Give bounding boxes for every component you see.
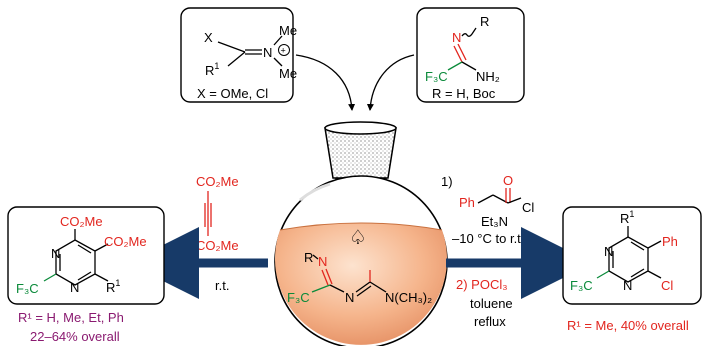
right-cf3-label: F₃C <box>570 278 593 293</box>
right-conditions: 1) Ph O Cl Et₃N –10 °C to r.t. 2) POCl₃ … <box>441 173 593 329</box>
me-top-label: Me <box>279 23 297 38</box>
liquid-surface <box>279 222 443 231</box>
flask-stopper <box>324 127 397 179</box>
reagent-right-caption: R = H, Boc <box>432 86 496 101</box>
bond-r-n <box>312 254 319 260</box>
curved-arrow-left <box>295 54 356 111</box>
step2-label: 2) POCl₃ <box>456 277 508 292</box>
reflux-label: reflux <box>474 314 506 329</box>
left-cf3-label: F₃C <box>16 281 39 296</box>
bond-c-nh2 <box>461 61 477 71</box>
right-cl-label: Cl <box>661 278 673 293</box>
flask-cf3-label: F₃C <box>287 290 310 305</box>
bond-ester-side <box>94 243 109 252</box>
dmad-co2me-top: CO₂Me <box>196 174 239 189</box>
left-n-bottom: N <box>70 280 79 295</box>
reagent-box-iminium: X N Me Me + R1 X = OMe, Cl <box>180 7 297 103</box>
bond-c2-nme2 <box>369 281 387 293</box>
r1-label: R1 <box>205 61 219 78</box>
acyl-ph-label: Ph <box>459 195 475 210</box>
iminium-n-label: N <box>263 45 272 60</box>
product-box-left: N N CO₂Me CO₂Me F₃C R1 R¹ = H, Me, Et, P… <box>7 206 165 344</box>
bond-n1-c1-b <box>325 268 333 285</box>
left-scope-caption: R¹ = H, Me, Et, Ph <box>18 310 124 325</box>
bond-c-r1 <box>227 51 246 67</box>
step1-label: 1) <box>441 174 453 189</box>
right-n-bottom: N <box>623 278 632 293</box>
bond-n1-c1-a <box>321 269 329 286</box>
reaction-flask: ♤ R N F₃C N N(CH₃)₂ <box>274 121 448 346</box>
me-bottom-label: Me <box>279 66 297 81</box>
positive-charge-icon <box>278 44 290 56</box>
amidine-cf3-label: F₃C <box>425 69 448 84</box>
temp-range-label: –10 °C to r.t. <box>452 231 524 246</box>
dmad-co2me-bottom: CO₂Me <box>196 238 239 253</box>
bond-cf3-c <box>447 61 463 71</box>
bond-ring-cf3 <box>43 273 57 282</box>
bond-c-cl <box>507 197 522 204</box>
bond-n-me-top <box>273 35 283 46</box>
flask-stopper-top <box>324 121 397 135</box>
flask-n2-label: N <box>345 290 354 305</box>
left-temp-label: r.t. <box>215 278 229 293</box>
bond-c1-n2 <box>329 284 345 293</box>
bond-cf3-c1 <box>311 284 331 293</box>
right-n-top: N <box>604 244 613 259</box>
bond-n2-c2-a <box>355 281 371 293</box>
flask-r-label: R <box>304 250 313 265</box>
base-label: Et₃N <box>481 214 508 229</box>
bond-n2-c2-b <box>356 285 372 297</box>
reagent-box-left-frame <box>180 7 294 103</box>
nh2-label: NH₂ <box>476 69 500 84</box>
left-n-top: N <box>51 246 60 261</box>
reagent-box-amidine: N R F₃C NH₂ R = H, Boc <box>416 7 525 103</box>
acyl-o-label: O <box>503 173 513 188</box>
bond-n-c-1 <box>453 45 463 63</box>
acyl-cl-label: Cl <box>522 200 534 215</box>
right-r1-label: R1 <box>620 209 634 226</box>
bond-ring-cf3-right <box>596 270 610 279</box>
bond-ph-ch2 <box>477 194 494 204</box>
reagent-left-caption: X = OMe, Cl <box>197 86 268 101</box>
left-co2me-side: CO₂Me <box>104 234 147 249</box>
x-label: X <box>204 30 213 45</box>
curved-arrow-right <box>366 54 415 111</box>
product-box-right: N N R1 Ph F₃C Cl R¹ = Me, 40% overall <box>562 206 702 333</box>
left-r1-label: R1 <box>106 278 120 295</box>
flask-highlight <box>299 182 331 202</box>
wavy-bond <box>461 27 477 37</box>
right-yield-caption: R¹ = Me, 40% overall <box>567 318 689 333</box>
product-right-frame <box>562 206 702 305</box>
flask-nme2-label: N(CH₃)₂ <box>385 290 432 305</box>
bond-n-c-2 <box>457 43 467 61</box>
ring-right-double-3 <box>630 241 645 251</box>
left-yield-caption: 22–64% overall <box>30 329 120 344</box>
reagent-box-right-frame <box>416 7 525 103</box>
flask-liquid <box>275 223 447 345</box>
solvent-label: toluene <box>470 296 513 311</box>
bond-n-me-bottom <box>273 57 283 67</box>
charge-symbol: + <box>281 46 286 56</box>
left-conditions: CO₂Me CO₂Me r.t. <box>127 174 268 299</box>
bond-ring-r1 <box>94 273 109 282</box>
bond-ring-ph <box>647 240 662 249</box>
ring-double-3 <box>77 244 92 254</box>
flask-n1-label: N <box>318 254 327 269</box>
stir-bar-icon: ♤ <box>349 225 367 249</box>
bond-c-x <box>217 41 246 53</box>
amidine-r-label: R <box>480 14 489 29</box>
right-ph-label: Ph <box>662 234 678 249</box>
amidine-n-label: N <box>452 30 461 45</box>
bond-ring-cl <box>647 270 662 279</box>
ring-right-double-2 <box>630 268 645 278</box>
left-co2me-top: CO₂Me <box>60 214 103 229</box>
ring-double-2 <box>77 271 92 281</box>
